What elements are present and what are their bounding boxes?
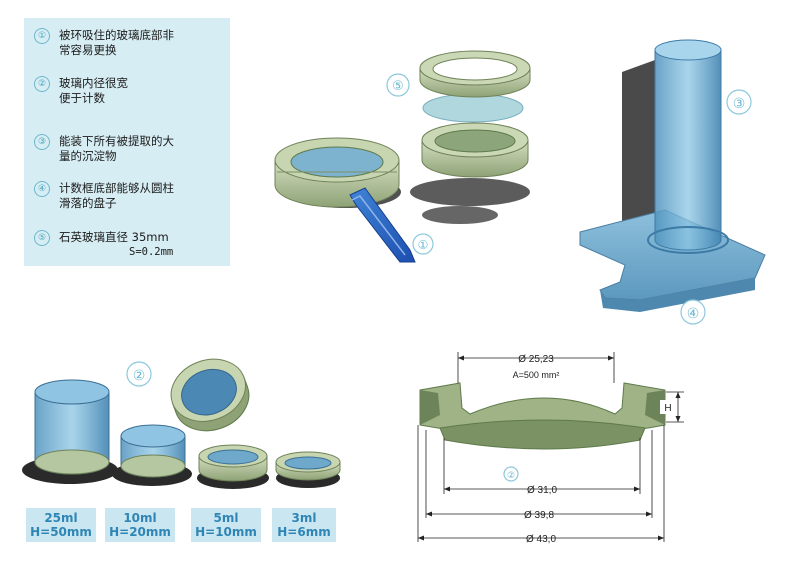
callout-5: ⑤: [392, 79, 404, 94]
caption-5ml-volume: 5ml: [213, 511, 239, 525]
caption-25ml-height: H=50mm: [30, 525, 92, 539]
callout-4: ④: [687, 306, 700, 322]
chamber-3ml-glass: [284, 456, 332, 470]
callout-2-top-circle: [126, 361, 152, 387]
callout-1: ①: [418, 238, 429, 252]
legend-item-3: ③ 能装下所有被提取的大 量的沉淀物: [34, 134, 224, 164]
legend-panel: ① 被环吸住的玻璃底部非 常容易更换 ② 玻璃内径很宽 便于计数 ③ 能装下所有…: [24, 18, 230, 266]
ring-glass: [290, 146, 384, 178]
caption-10ml-volume: 10ml: [123, 511, 157, 525]
cross-section-left-cut: [420, 390, 440, 425]
chamber-5ml-glass: [207, 449, 259, 465]
legend-number-5: ⑤: [34, 230, 50, 246]
cylinder-shadow: [622, 60, 655, 240]
chamber-25ml-base: [34, 449, 110, 475]
legend-number-3: ③: [34, 134, 50, 150]
legend-text-5b: S=0.2mm: [129, 246, 174, 258]
legend-text-1a: 被环吸住的玻璃底部非: [59, 28, 174, 42]
dimension-lines: [417, 352, 684, 542]
chamber-25ml-top: [34, 379, 110, 405]
caption-5ml: 5ml H=10mm: [191, 508, 261, 542]
legend-text-2b: 便于计数: [59, 91, 105, 105]
legend-item-4: ④ 计数框底部能够从圆柱 滑落的盘子: [34, 181, 224, 211]
cylinder-base-ring: [647, 226, 729, 254]
cross-section-inner: [439, 419, 646, 450]
callouts: [126, 73, 752, 482]
bottom-ring-hole: [434, 129, 516, 153]
legend-text-1b: 常容易更换: [59, 43, 117, 57]
callout-2-top: ②: [133, 368, 146, 384]
dim-d3: Ø 43,0: [526, 534, 556, 545]
dim-area: A=500 mm²: [513, 370, 560, 380]
callout-2-bottom: ②: [507, 471, 515, 481]
caption-3ml-volume: 3ml: [291, 511, 317, 525]
plate-edge: [600, 278, 755, 312]
legend-text-4a: 计数框底部能够从圆柱: [59, 181, 174, 195]
cylinder-top: [654, 39, 722, 61]
tall-cylinder: [654, 49, 722, 251]
legend-text-5a: 石英玻璃直径 35mm: [59, 230, 169, 244]
callout-5-circle: [386, 73, 410, 97]
legend-text-2a: 玻璃内径很宽: [59, 76, 128, 90]
chamber-10ml-top: [120, 424, 186, 448]
caption-3ml: 3ml H=6mm: [272, 508, 336, 542]
legend-text-3a: 能装下所有被提取的大: [59, 134, 174, 148]
dim-inner-diameter: Ø 25,23: [518, 354, 554, 365]
chamber-10ml-base: [120, 454, 186, 478]
chamber-set: [22, 358, 341, 489]
legend-item-1: ① 被环吸住的玻璃底部非 常容易更换: [34, 28, 224, 58]
legend-item-5: ⑤ 石英玻璃直径 35mm S=0.2mm: [34, 230, 224, 260]
callout-1-circle: [412, 233, 434, 255]
legend-text-4b: 滑落的盘子: [59, 196, 117, 210]
callout-3-circle: [726, 89, 752, 115]
cylinder-on-plate: [579, 39, 766, 312]
ring-with-tool: [274, 137, 416, 263]
caption-3ml-height: H=6mm: [277, 525, 331, 539]
dim-d1: Ø 31,0: [527, 485, 557, 496]
stack-shadow: [410, 178, 530, 206]
caption-25ml-volume: 25ml: [44, 511, 78, 525]
callout-labels: ① ⑤ ③ ④ ② ②: [133, 79, 746, 481]
quartz-glass-disc: [422, 93, 524, 123]
cross-section-drawing: H Ø 25,23 A=500 mm² Ø 31,0 Ø 39,8 Ø 43,0: [417, 352, 684, 545]
dim-d2: Ø 39,8: [524, 510, 554, 521]
dim-height: H: [664, 403, 671, 414]
caption-5ml-height: H=10mm: [195, 525, 257, 539]
dimension-arrows: [418, 355, 681, 541]
cross-section-right-cut: [645, 390, 665, 425]
legend-number-1: ①: [34, 28, 50, 44]
caption-25ml: 25ml H=50mm: [26, 508, 96, 542]
callout-4-circle: [680, 299, 706, 325]
height-label-bg: [660, 400, 676, 414]
caption-10ml-height: H=20mm: [109, 525, 171, 539]
tilted-ring: [170, 358, 250, 432]
legend-number-2: ②: [34, 76, 50, 92]
top-ring-hole: [432, 57, 518, 81]
legend-item-2: ② 玻璃内径很宽 便于计数: [34, 76, 224, 106]
exploded-ring-stack: [410, 50, 531, 224]
blue-tool-highlight: [351, 195, 406, 256]
stack-shadow-2: [422, 206, 498, 224]
legend-number-4: ④: [34, 181, 50, 197]
legend-text-3b: 量的沉淀物: [59, 149, 117, 163]
callout-3: ③: [733, 96, 746, 112]
caption-10ml: 10ml H=20mm: [105, 508, 175, 542]
callout-2-bottom-circle: [503, 466, 519, 482]
